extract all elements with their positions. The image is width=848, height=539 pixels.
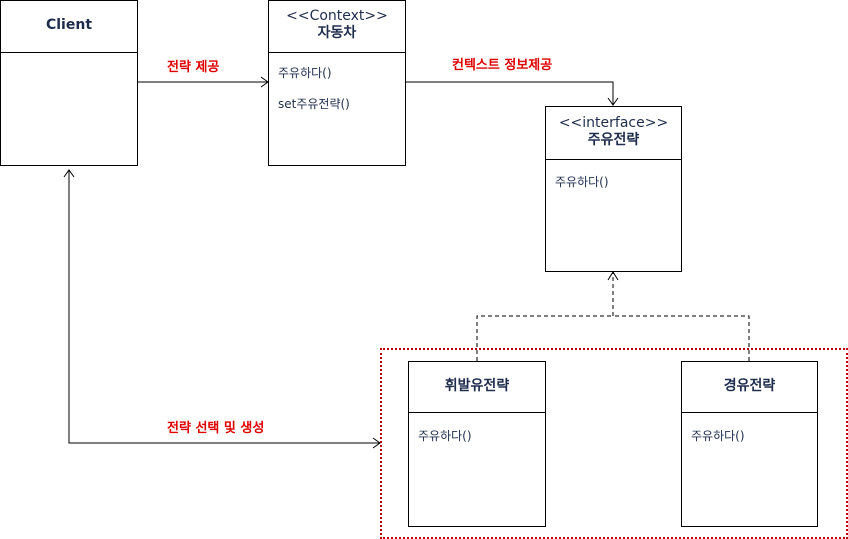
strategy-interface-header: <<interface>> 주유전략 xyxy=(546,107,681,160)
context-info-line xyxy=(405,81,614,105)
strategy-interface-method-refuel: 주유하다() xyxy=(555,175,609,189)
strategy-interface-stereotype: <<interface>> xyxy=(558,115,669,131)
realization-line-diesel xyxy=(613,315,750,361)
realization-line-volatile xyxy=(476,315,613,361)
context-class-name: 자동차 xyxy=(317,25,357,41)
diesel-strategy-name: 경유전략 xyxy=(723,378,776,394)
realization-arrowhead xyxy=(607,271,619,281)
gasoline-strategy-name: 휘발유전략 xyxy=(444,378,510,394)
context-class-header: <<Context>> 자동차 xyxy=(269,1,405,53)
select-create-arrowhead-up xyxy=(63,169,75,178)
strategy-interface-name: 주유전략 xyxy=(587,132,640,148)
gasoline-strategy-box: 휘발유전략 주유하다() xyxy=(408,361,546,527)
diesel-strategy-header: 경유전략 xyxy=(682,362,817,413)
select-create-line xyxy=(68,170,380,444)
diesel-strategy-method-refuel: 주유하다() xyxy=(691,429,745,443)
context-method-set-strategy: set주유전략() xyxy=(278,97,350,111)
context-stereotype: <<Context>> xyxy=(286,8,388,24)
select-create-label: 전략 선택 및 생성 xyxy=(167,421,265,436)
context-method-refuel: 주유하다() xyxy=(278,66,332,80)
client-class-header: Client xyxy=(1,1,137,53)
context-info-label: 컨텍스트 정보제공 xyxy=(452,58,553,73)
strategy-interface-box: <<interface>> 주유전략 주유하다() xyxy=(545,106,682,272)
concrete-strategies-group xyxy=(380,348,848,539)
gasoline-strategy-method-refuel: 주유하다() xyxy=(418,429,472,443)
gasoline-strategy-header: 휘발유전략 xyxy=(409,362,545,413)
client-class-name: Client xyxy=(45,17,93,33)
context-info-arrowhead xyxy=(607,97,619,106)
context-class-box: <<Context>> 자동차 주유하다() set주유전략() xyxy=(268,0,406,166)
diesel-strategy-box: 경유전략 주유하다() xyxy=(681,361,818,527)
provide-strategy-label: 전략 제공 xyxy=(167,60,220,75)
client-class-box: Client xyxy=(0,0,138,166)
